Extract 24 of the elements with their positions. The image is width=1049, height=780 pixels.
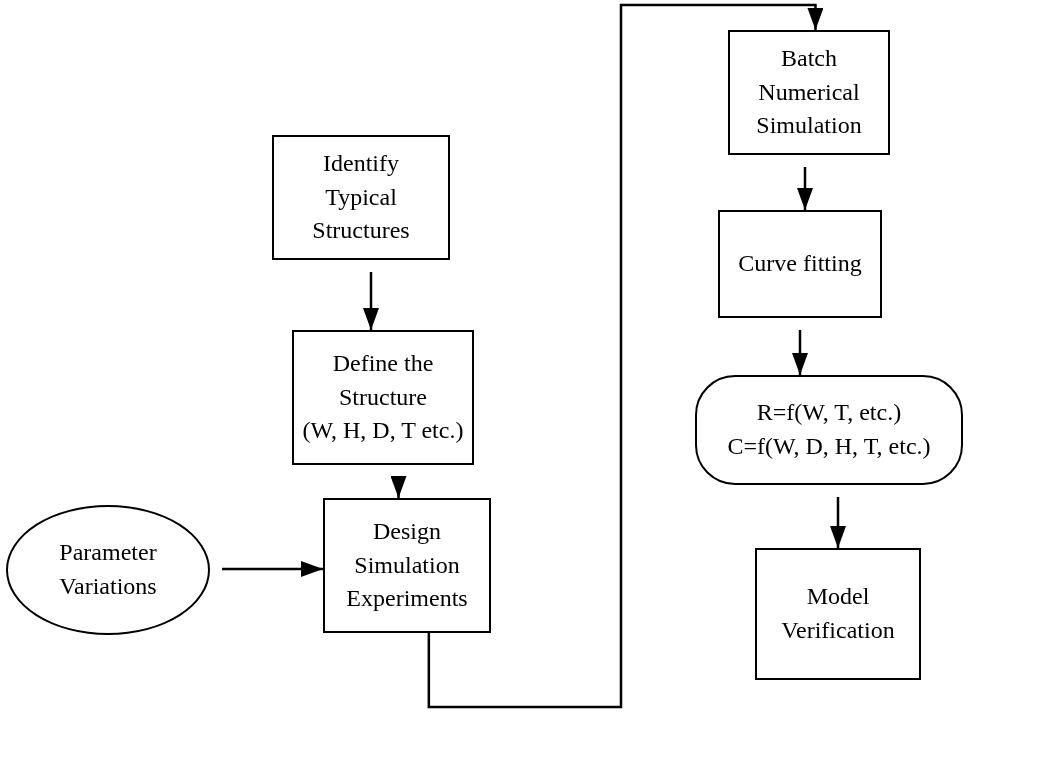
process-box xyxy=(323,498,491,633)
arrow xyxy=(427,3,824,709)
node-label: Curve fitting xyxy=(738,249,862,279)
arrow xyxy=(830,497,846,548)
node-label: Model Verification xyxy=(780,582,896,645)
arrow xyxy=(363,272,379,330)
arrow xyxy=(792,330,808,375)
node-label: (W, H, D, T etc.) xyxy=(302,416,464,446)
process-box xyxy=(718,210,882,318)
node-label: C=f(W, D, H, T, etc.) xyxy=(727,432,931,461)
node-label: Parameter Variations xyxy=(58,538,158,601)
arrow xyxy=(222,561,323,577)
process-box xyxy=(728,30,890,155)
node-label: Design Simulation Experiments xyxy=(345,517,469,614)
arrow xyxy=(797,167,813,210)
result-box xyxy=(695,375,963,485)
node-label: Identify Typical Structures xyxy=(311,149,411,246)
process-box xyxy=(292,330,474,465)
process-box xyxy=(272,135,450,260)
node-label: Define the Structure xyxy=(331,349,435,412)
arrow xyxy=(390,476,407,498)
process-box xyxy=(755,548,921,680)
node-label: Batch Numerical Simulation xyxy=(755,44,863,141)
node-label: R=f(W, T, etc.) xyxy=(756,398,902,428)
